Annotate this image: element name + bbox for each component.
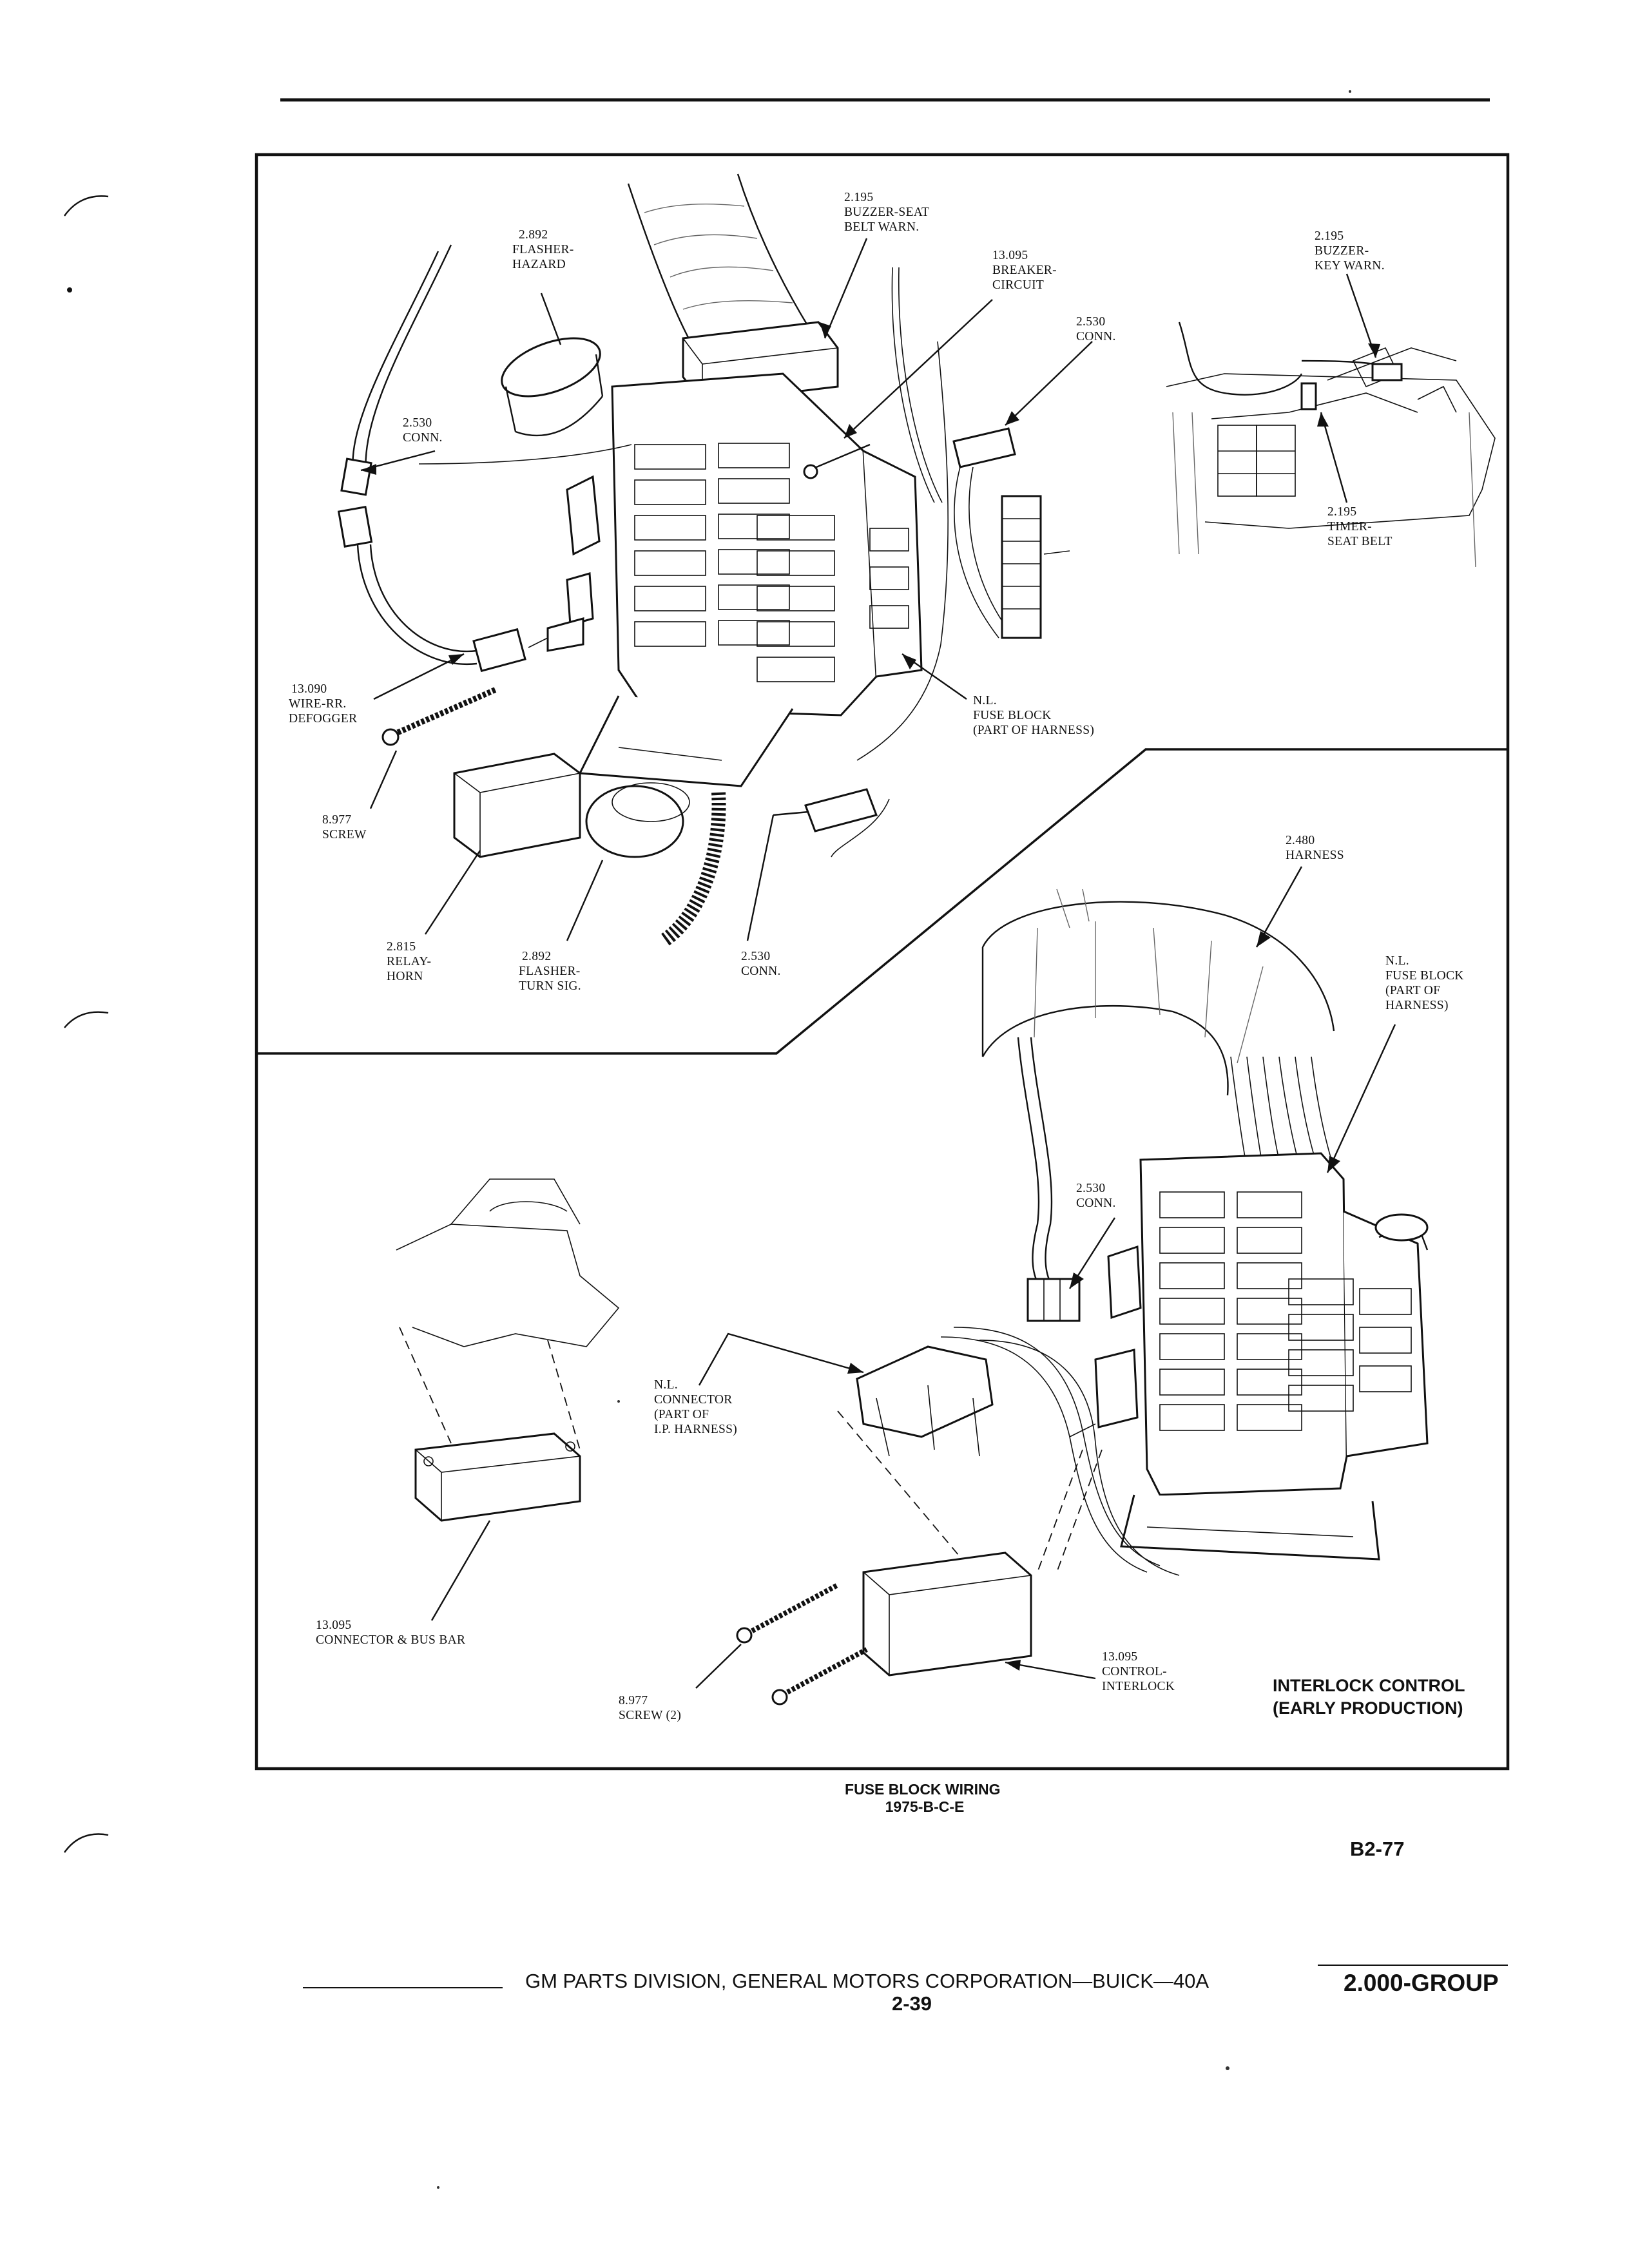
figure-frame [255, 153, 1510, 1771]
speck [617, 1400, 620, 1403]
upper-panel-artwork [337, 173, 1496, 947]
figure-code: B2-77 [1350, 1838, 1404, 1860]
label-timer-seat-belt: 2.195 TIMER- SEAT BELT [1327, 505, 1393, 548]
label-connector-bus-bar: 13.095 CONNECTOR & BUS BAR [316, 1619, 465, 1647]
label-buzzer-seat-belt: 2.195 BUZZER-SEAT BELT WARN. [844, 191, 932, 234]
footer-text: GM PARTS DIVISION, GENERAL MOTORS CORPOR… [525, 1970, 1209, 1992]
label-fuse-block-lower: N.L. FUSE BLOCK (PART OF HARNESS) [1385, 954, 1467, 1012]
binder-hole-mark [64, 1011, 109, 1028]
speck [67, 287, 72, 293]
label-conn-bottom-upper: 2.530 CONN. [741, 950, 781, 978]
lower-leader-lines [430, 866, 1396, 1689]
label-screw-upper: 8.977 SCREW [322, 813, 367, 841]
panel-divider [258, 748, 1507, 1055]
label-buzzer-key-warn: 2.195 BUZZER- KEY WARN. [1315, 229, 1385, 273]
speck [1226, 2066, 1229, 2070]
label-wire-rr-defogger: 13.090 WIRE-RR. DEFOGGER [289, 682, 357, 726]
label-conn-left: 2.530 CONN. [403, 416, 443, 445]
label-conn-upper-right: 2.530 CONN. [1076, 315, 1116, 343]
label-breaker-circuit: 13.095 BREAKER- CIRCUIT [992, 249, 1060, 292]
binder-hole-mark [64, 1833, 109, 1853]
label-screw-lower: 8.977 SCREW (2) [619, 1694, 681, 1722]
lower-panel-artwork [396, 889, 1429, 1706]
page-number: 2-39 [892, 1992, 932, 2015]
label-flasher-hazard: 2.892 FLASHER- HAZARD [512, 228, 577, 271]
label-connector-ip-harness: N.L. CONNECTOR (PART OF I.P. HARNESS) [654, 1378, 737, 1436]
label-flasher-turn-sig: 2.892 FLASHER- TURN SIG. [519, 950, 584, 993]
interlock-control-title: INTERLOCK CONTROL (EARLY PRODUCTION) [1273, 1676, 1470, 1718]
binder-hole-mark [64, 195, 109, 216]
speck [437, 2186, 439, 2189]
label-fuse-block-upper: N.L. FUSE BLOCK (PART OF HARNESS) [973, 694, 1094, 737]
label-relay-horn: 2.815 RELAY- HORN [387, 940, 435, 983]
speck [1349, 90, 1351, 93]
label-control-interlock: 13.095 CONTROL- INTERLOCK [1102, 1650, 1175, 1693]
label-harness: 2.480 HARNESS [1286, 834, 1344, 862]
upper-leader-lines [360, 238, 1380, 941]
group-code: 2.000-GROUP [1344, 1970, 1499, 1996]
label-conn-lower: 2.530 CONN. [1076, 1182, 1116, 1210]
figure-caption: FUSE BLOCK WIRING 1975-B-C-E [845, 1781, 1005, 1815]
